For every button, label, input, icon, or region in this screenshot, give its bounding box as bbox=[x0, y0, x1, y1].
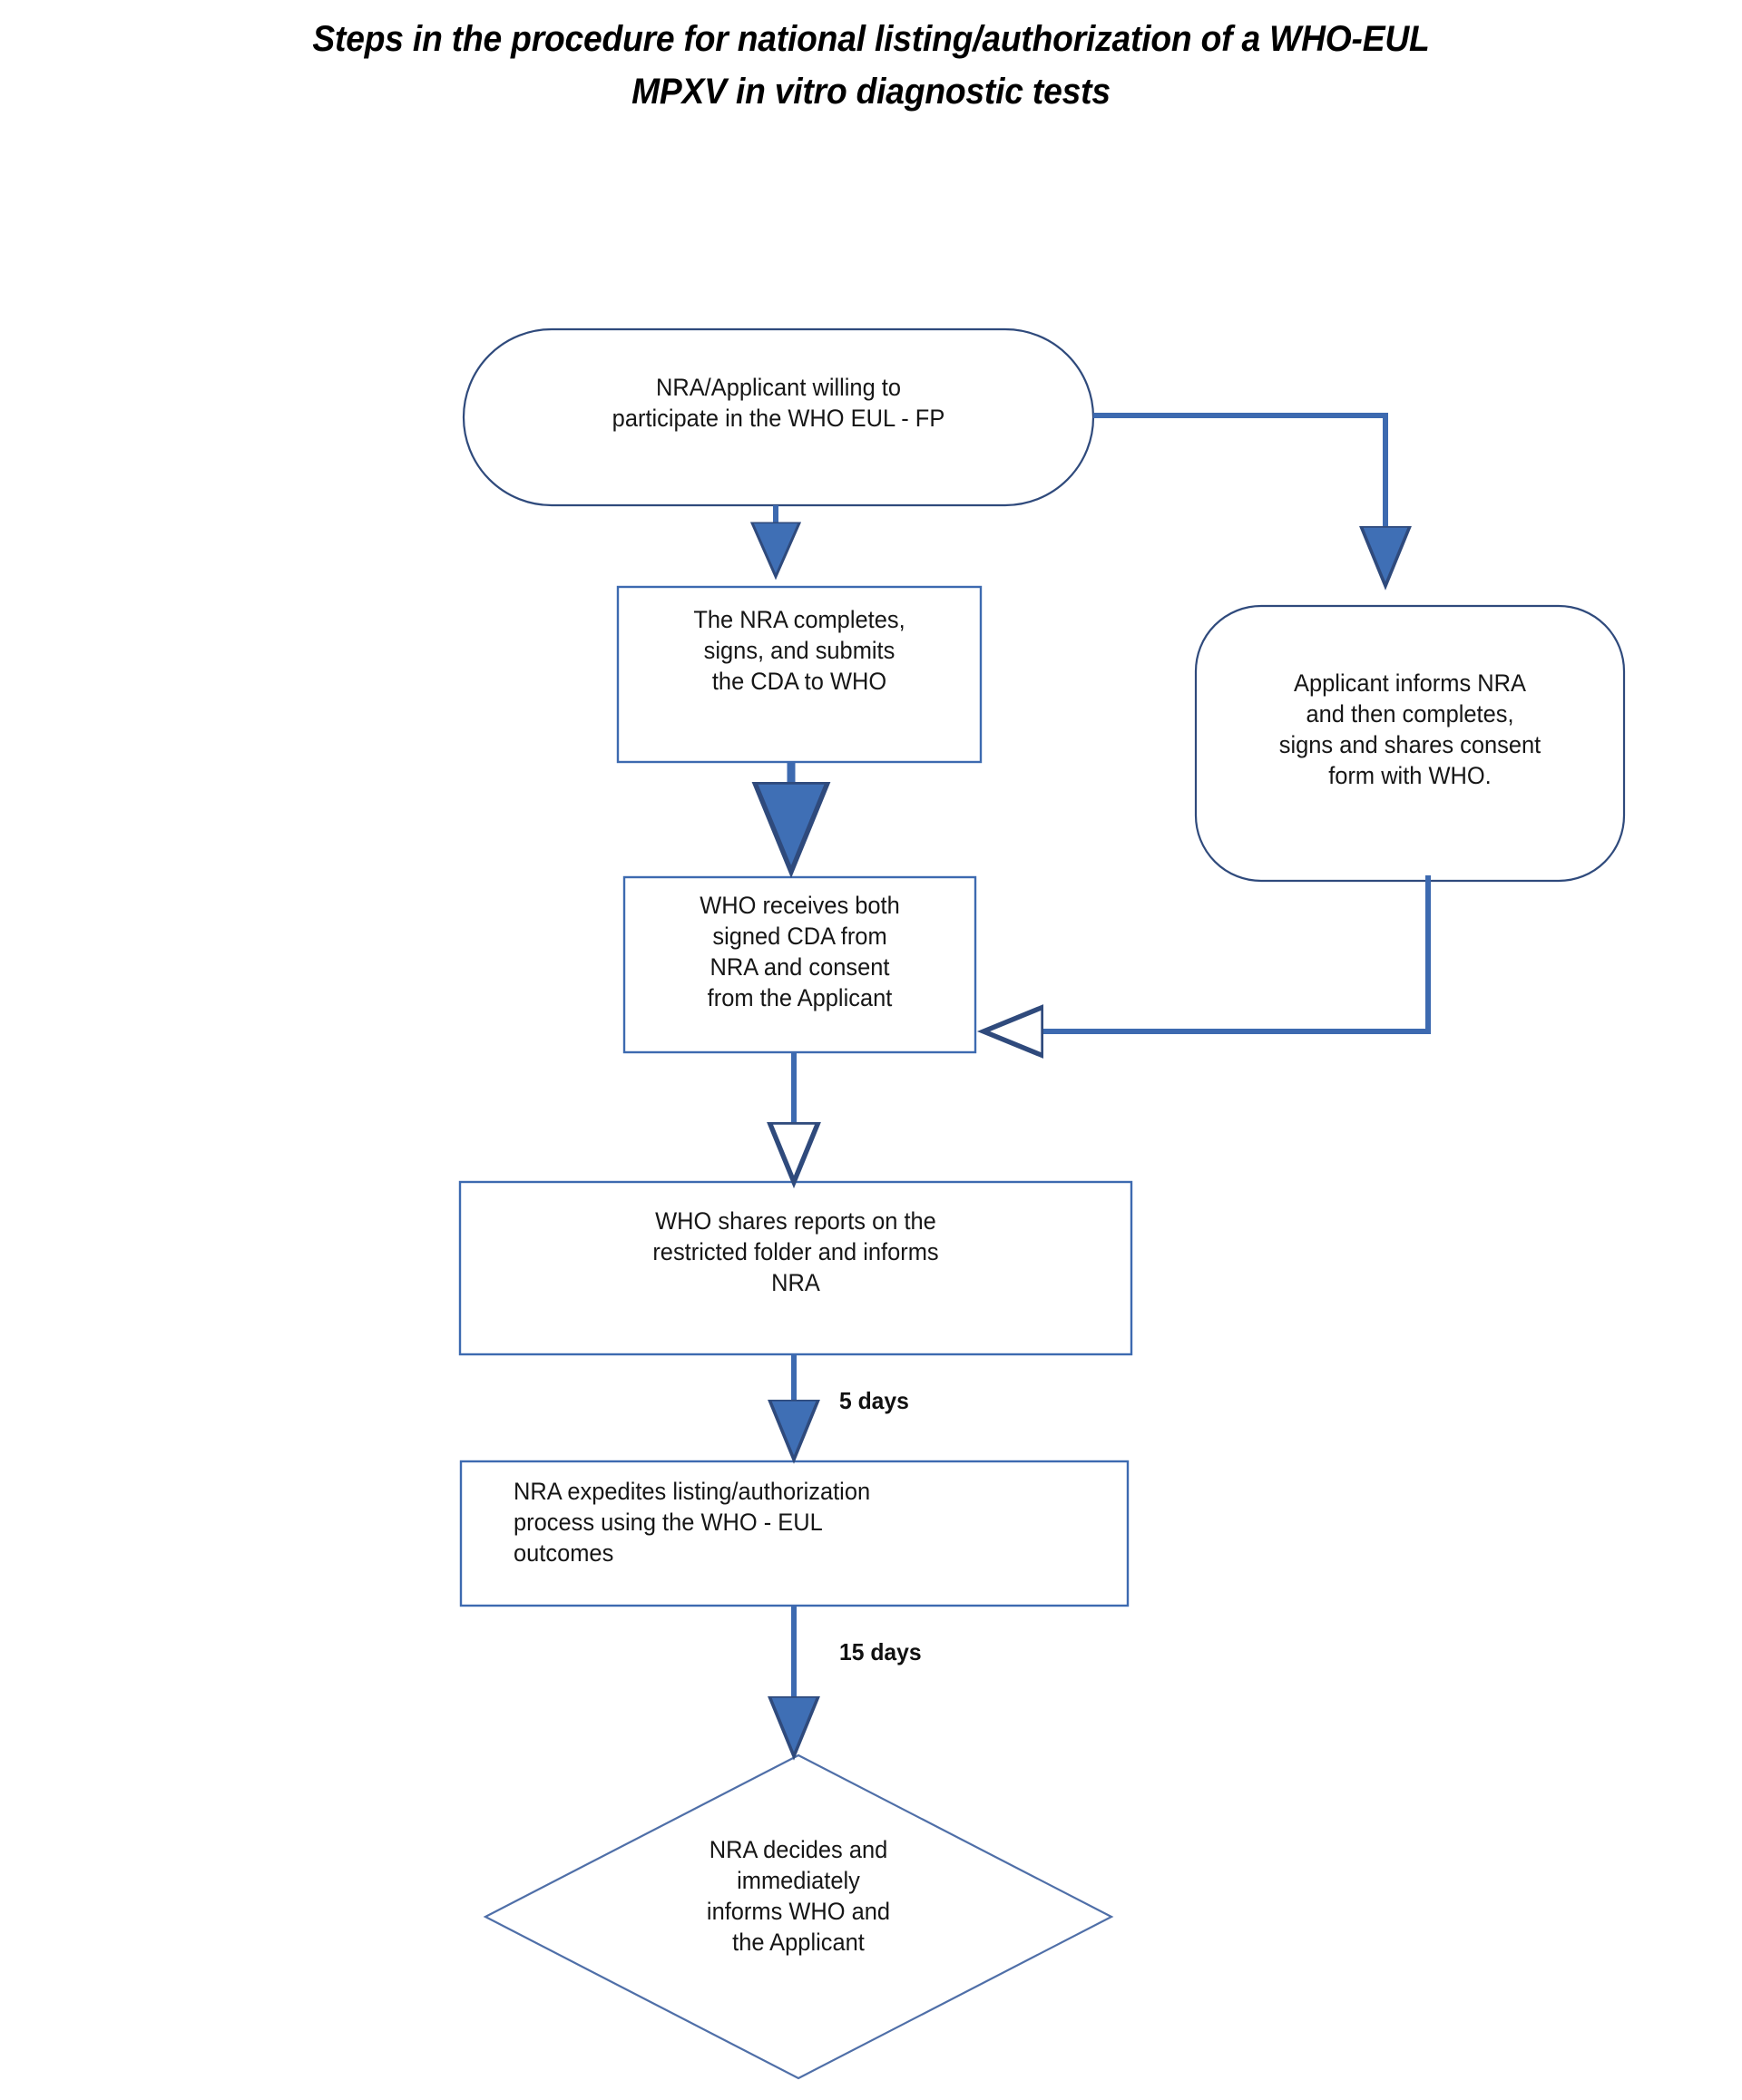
node-shape-applicant-consent[interactable] bbox=[1194, 604, 1626, 883]
edge-start-to-applicant-consent bbox=[1093, 413, 1385, 581]
node-shape-who-shares[interactable] bbox=[458, 1180, 1133, 1356]
edge-applicant-consent-to-who-receives bbox=[989, 875, 1431, 1031]
node-shape-start[interactable] bbox=[462, 327, 1095, 507]
page-title: Steps in the procedure for national list… bbox=[61, 13, 1681, 118]
edge-label-5-days: 5 days bbox=[839, 1387, 909, 1414]
page-title-line-1: Steps in the procedure for national list… bbox=[312, 19, 1430, 59]
node-shape-who-receives[interactable] bbox=[622, 875, 977, 1054]
page-title-line-2: MPXV in vitro diagnostic tests bbox=[631, 72, 1111, 112]
node-shape-nra-decides[interactable] bbox=[483, 1753, 1114, 2080]
node-shape-nra-expedites[interactable] bbox=[459, 1460, 1130, 1607]
edge-label-15-days: 15 days bbox=[839, 1638, 922, 1665]
node-shape-nra-cda[interactable] bbox=[616, 585, 983, 764]
